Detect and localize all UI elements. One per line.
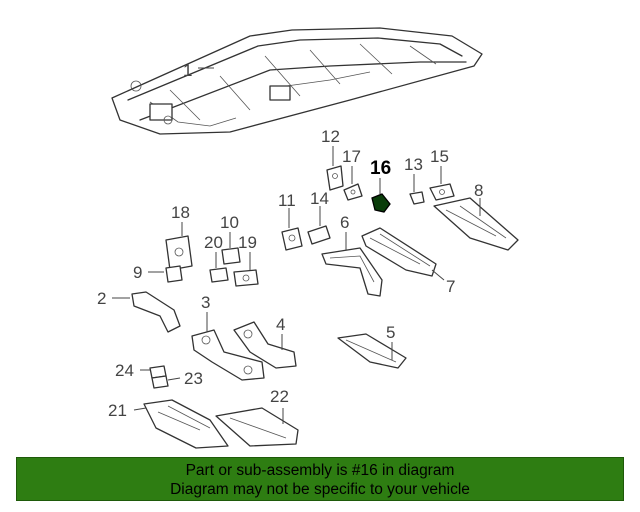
banner-line-disclaimer: Diagram may not be specific to your vehi… xyxy=(170,481,470,498)
callout-9: 9 xyxy=(133,263,142,282)
callout-7: 7 xyxy=(446,277,455,296)
diagram-canvas: 1 2 3 4 5 6 7 8 9 10 11 12 13 14 15 16 1… xyxy=(97,27,519,449)
bracket-11-part xyxy=(281,227,303,251)
bracket-20-part xyxy=(209,267,229,283)
crossmember-8-part xyxy=(433,197,519,251)
mount-18-part xyxy=(165,235,193,271)
parts-diagram: 1 2 3 4 5 6 7 8 9 10 11 12 13 14 15 16 1… xyxy=(97,27,519,449)
leader-lines xyxy=(112,67,481,424)
callout-3: 3 xyxy=(201,293,210,312)
bracket-12-part xyxy=(326,165,344,191)
bracket-9-part xyxy=(165,265,183,283)
callout-13: 13 xyxy=(404,155,423,174)
banner-line-part-number: Part or sub-assembly is #16 in diagram xyxy=(185,462,455,479)
callout-10: 10 xyxy=(220,213,239,232)
callout-1: 1 xyxy=(183,61,192,80)
bracket-14-part xyxy=(307,225,331,245)
callout-8: 8 xyxy=(474,181,483,200)
callout-18: 18 xyxy=(171,203,190,222)
callout-15: 15 xyxy=(430,147,449,166)
callout-11: 11 xyxy=(278,191,296,210)
crossmember-6-part xyxy=(321,247,383,297)
crossmember-4-part xyxy=(233,321,297,369)
frame-assembly-part xyxy=(111,27,483,135)
callout-22: 22 xyxy=(270,387,289,406)
bracket-15-part xyxy=(429,183,455,201)
callout-labels: 1 2 3 4 5 6 7 8 9 10 11 12 13 14 15 16 1… xyxy=(97,61,483,420)
callout-20: 20 xyxy=(204,233,223,252)
callout-21: 21 xyxy=(108,401,127,420)
callout-17: 17 xyxy=(342,147,361,166)
skid-plate-5-part xyxy=(337,333,407,369)
bracket-10-part xyxy=(221,247,241,265)
crossmember-3-part xyxy=(191,329,265,381)
part-info-banner: Part or sub-assembly is #16 in diagram D… xyxy=(16,457,624,501)
skid-plate-22-part xyxy=(215,407,299,447)
callout-4: 4 xyxy=(276,315,285,334)
callout-16-highlighted: 16 xyxy=(370,158,391,179)
callout-24: 24 xyxy=(115,361,134,380)
bracket-19-part xyxy=(233,269,259,287)
callout-12: 12 xyxy=(321,127,340,146)
callout-6: 6 xyxy=(340,213,349,232)
crossmember-7-part xyxy=(361,227,437,277)
bracket-13-part xyxy=(409,191,425,205)
callout-19: 19 xyxy=(238,233,257,252)
bracket-16-part-highlighted xyxy=(371,193,391,213)
callout-14: 14 xyxy=(310,189,329,208)
crossmember-2-part xyxy=(131,291,181,333)
bracket-23-part xyxy=(151,375,169,389)
skid-plate-21-part xyxy=(143,399,229,449)
callout-2: 2 xyxy=(97,289,106,308)
callout-23: 23 xyxy=(184,369,203,388)
bracket-17-part xyxy=(343,183,363,201)
callout-5: 5 xyxy=(386,323,395,342)
